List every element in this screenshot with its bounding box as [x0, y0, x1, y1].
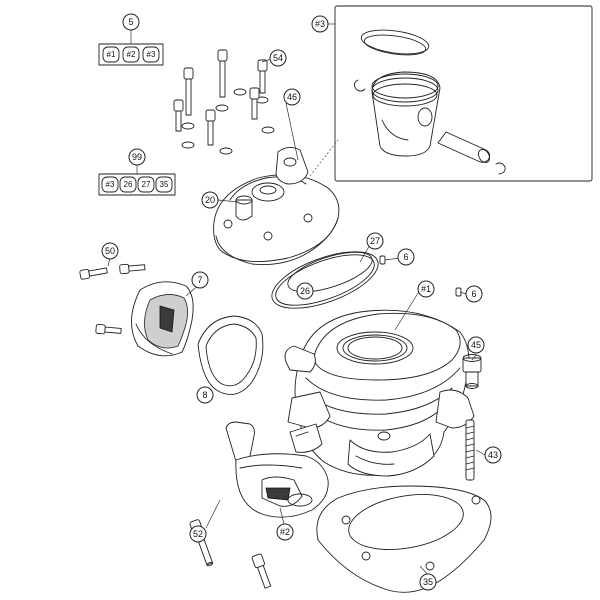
callout-2[interactable]: #2	[276, 523, 294, 541]
kit-label: #1	[107, 50, 116, 59]
flange-gasket	[197, 315, 264, 395]
callout-5[interactable]: 5	[122, 13, 140, 31]
callout-46[interactable]: 46	[283, 88, 301, 106]
callout-3[interactable]: #3	[311, 15, 329, 33]
callout-45[interactable]: 45	[467, 336, 485, 354]
callout-label: 45	[471, 340, 481, 350]
callout-label: 20	[205, 195, 215, 205]
kit-label: #3	[106, 180, 115, 189]
callout-54[interactable]: 54	[269, 49, 287, 67]
kit-5: 5 #1 #2 #3	[98, 13, 164, 66]
kit-5-item-3[interactable]: #3	[142, 46, 160, 63]
base-gasket	[316, 485, 492, 593]
kit-99-item-1[interactable]: #3	[101, 176, 119, 193]
banjo-fitting	[462, 354, 482, 389]
callout-6-upper[interactable]: 6	[397, 248, 415, 266]
kit-label: 35	[160, 180, 169, 189]
callout-label: 26	[300, 286, 310, 296]
callout-6-lower[interactable]: 6	[465, 285, 483, 303]
callout-label: 52	[193, 529, 203, 539]
callout-label: 27	[370, 236, 380, 246]
callout-52[interactable]: 52	[189, 525, 207, 543]
kit-99-item-3[interactable]: 27	[137, 176, 155, 193]
kit-label: 27	[142, 180, 151, 189]
cylinder-stud	[465, 419, 475, 481]
kit-label: #2	[127, 50, 136, 59]
kit-label: #3	[147, 50, 156, 59]
piston-pin	[437, 131, 491, 164]
piston	[371, 71, 441, 157]
callout-label: 46	[287, 92, 297, 102]
kit-label: 26	[124, 180, 133, 189]
callout-label: 99	[132, 152, 142, 162]
power-valve-assembly	[225, 421, 329, 518]
callout-7[interactable]: 7	[191, 271, 209, 289]
kit-5-item-2[interactable]: #2	[122, 46, 140, 63]
callout-26[interactable]: 26	[296, 282, 314, 300]
callout-label: 5	[128, 17, 133, 27]
callout-43[interactable]: 43	[484, 446, 502, 464]
callout-1[interactable]: #1	[417, 280, 435, 298]
callout-label: 35	[423, 577, 433, 587]
cylinder-head	[213, 147, 340, 265]
callout-label: 54	[273, 53, 283, 63]
callout-label: #3	[315, 19, 325, 29]
callout-8[interactable]: 8	[196, 386, 214, 404]
head-bolts	[173, 49, 275, 155]
callout-99[interactable]: 99	[128, 148, 146, 166]
kit-99-item-4[interactable]: 35	[155, 176, 173, 193]
callout-label: 43	[488, 450, 498, 460]
callout-label: 50	[105, 246, 115, 256]
cylinder	[284, 309, 475, 477]
callout-label: 8	[202, 390, 207, 400]
head-o-rings	[271, 251, 379, 309]
kit-99-item-2[interactable]: 26	[119, 176, 137, 193]
callout-label: 6	[403, 252, 408, 262]
callout-27[interactable]: 27	[366, 232, 384, 250]
kit-99: 99 #3 26 27 35	[98, 148, 176, 196]
callout-50[interactable]: 50	[101, 242, 119, 260]
callout-label: 6	[471, 289, 476, 299]
callouts: #3 54 46 20 27 6 26 #1	[101, 15, 502, 591]
callout-35[interactable]: 35	[419, 573, 437, 591]
callout-label: 7	[197, 275, 202, 285]
flange-bolts	[79, 263, 146, 335]
callout-20[interactable]: 20	[201, 191, 219, 209]
callout-label: #2	[280, 527, 290, 537]
callout-label: #1	[421, 284, 431, 294]
piston-inset	[334, 5, 593, 182]
exhaust-flange-cover	[131, 281, 194, 357]
kit-5-item-1[interactable]: #1	[102, 46, 120, 63]
